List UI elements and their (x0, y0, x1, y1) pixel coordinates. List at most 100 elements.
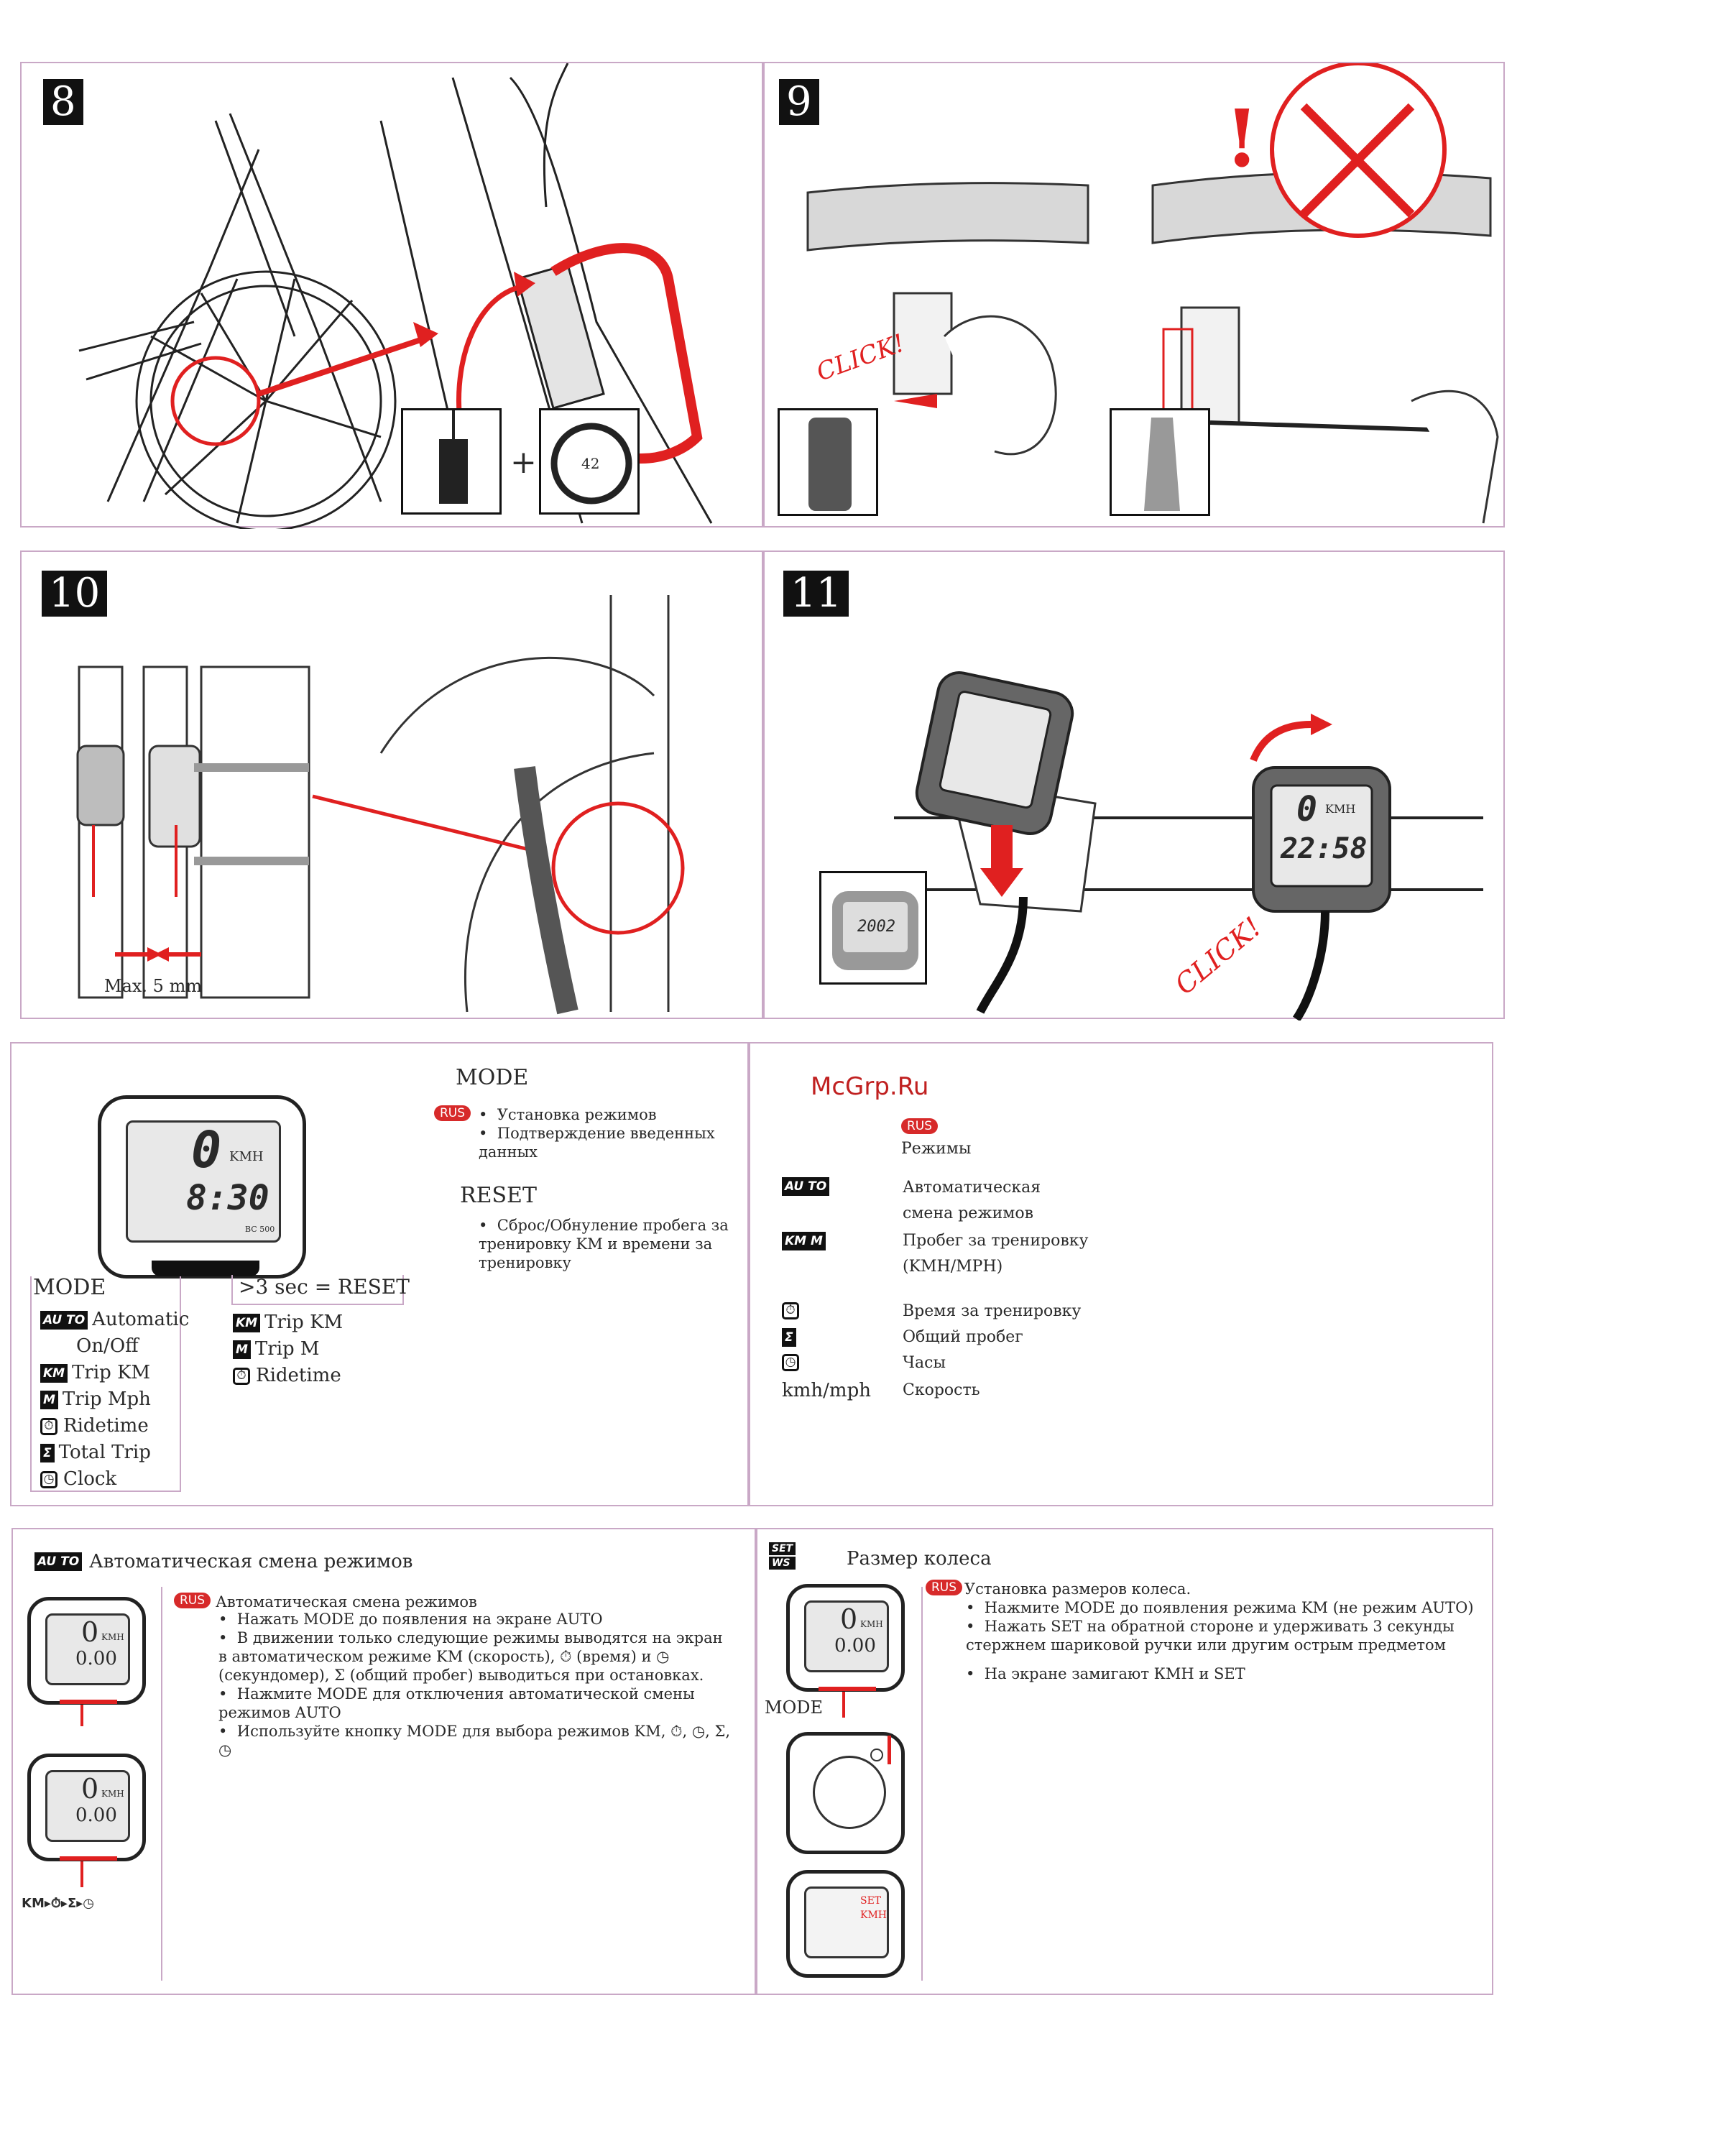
step-9-illustration (806, 63, 1499, 524)
wheel-device-back (786, 1732, 905, 1854)
row-auto-2: смена режимов (903, 1204, 1033, 1222)
row-trip-2: (KMH/MPH) (903, 1258, 1003, 1276)
row-speed: Скорость (903, 1381, 980, 1399)
device-base (152, 1261, 259, 1276)
mode-sequence: KM▸⏱▸Σ▸◷ (22, 1896, 95, 1911)
arrow-up-1 (80, 1705, 83, 1726)
auto-device-2: 0 KMH 0.00 (27, 1754, 146, 1861)
sensor-thumbnail (401, 408, 502, 515)
wheel-bullet: • Нажать SET на обратной стороне и удерж… (966, 1618, 1455, 1654)
step-number: 10 (42, 571, 108, 617)
auto-bullet: • Используйте кнопку MODE для выбора реж… (218, 1723, 731, 1759)
kmh-label: KMH (860, 1909, 888, 1921)
step-number: 9 (779, 79, 819, 125)
wheel-device-front: 0 KMH 0.00 (786, 1584, 905, 1692)
auto-bullet: • Нажать MODE до появления на экране AUT… (218, 1611, 603, 1628)
auto-divider (161, 1587, 162, 1981)
auto-lcd-2 (45, 1770, 130, 1842)
icon-auto: AU TO (782, 1177, 834, 1196)
step-8-panel: 8 + 42 (20, 62, 763, 529)
rus-badge: RUS (434, 1105, 471, 1121)
mode-panel: 0 KMH 8:30 BC 500 MODE RUS • Установка р… (10, 1042, 749, 1506)
tube-thumbnail (1110, 408, 1210, 516)
sensor-side-thumbnail (778, 408, 878, 516)
modes-title: Режимы (901, 1140, 972, 1158)
mode-bullet-2: • Подтверждение введенных данных (479, 1125, 715, 1161)
reset-bullet: • Сброс/Обнуление пробега за тренировку … (479, 1217, 729, 1271)
arrow-up (842, 1692, 845, 1718)
lcd-unit: KMH (101, 1789, 124, 1799)
step-8-illustration (78, 63, 713, 529)
wheel-bullet: • На экране замигают КМН и SET (966, 1665, 1245, 1682)
lcd-speed: 0 (81, 1773, 99, 1805)
device-model: BC 500 (245, 1225, 275, 1234)
row-auto-1: Автоматическая (903, 1179, 1041, 1197)
mode-list-header: MODE (33, 1275, 106, 1300)
rus-badge: RUS (901, 1118, 939, 1134)
step-11-illustration (894, 671, 1483, 1021)
reset-title: RESET (460, 1183, 537, 1208)
icon-ridetime: ⏱ (782, 1302, 805, 1319)
auto-device-1: 0 KMH 0.00 (27, 1597, 146, 1705)
rus-badge: RUS (926, 1580, 963, 1595)
icon-km-m: KM M (782, 1232, 830, 1250)
magnet-number: 42 (581, 455, 600, 472)
wheel-device-set: SET KMH (786, 1870, 905, 1978)
mode-item-onoff: On/Off (76, 1335, 139, 1357)
mode-item-ridetime: ⏱Ridetime (40, 1413, 189, 1439)
reset-item-ridetime: ⏱Ridetime (233, 1363, 343, 1389)
back-ring (813, 1756, 886, 1829)
mini-display-value: 2002 (857, 918, 895, 936)
icon-clock: ◷ (782, 1354, 805, 1371)
lcd-dist: 0.00 (75, 1648, 117, 1669)
set-ws-icon: SET WS (769, 1542, 800, 1570)
auto-bullet: • Нажмите MODE для отключения автоматиче… (218, 1685, 695, 1721)
wheel-bullets: • Нажмите MODE до появления режима KM (н… (966, 1598, 1483, 1683)
display-speed: 0 (1296, 789, 1317, 829)
lcd-dist: 0.00 (75, 1805, 117, 1826)
step-number: 8 (43, 79, 83, 125)
step-9-panel: 9 CLICK! ! (763, 62, 1505, 528)
auto-title: Автоматическая смена режимов (89, 1551, 413, 1572)
step-number: 11 (783, 571, 849, 617)
magnet-thumbnail: 42 (539, 408, 640, 515)
lcd-unit: KMH (860, 1619, 883, 1629)
display-unit: KMH (1325, 802, 1356, 816)
mode-bullet-1: • Установка режимов (479, 1106, 657, 1123)
lcd-unit: KMH (101, 1632, 124, 1642)
auto-bullets: • Нажать MODE до появления на экране AUT… (218, 1610, 736, 1759)
step-10-panel: 10 Max. 5 mm (20, 550, 763, 1019)
set-lcd (804, 1886, 889, 1958)
set-label: SET (860, 1895, 882, 1907)
max-gap-label: Max. 5 mm (104, 976, 203, 996)
lcd-dist: 0.00 (834, 1635, 876, 1657)
base-bar (819, 1687, 876, 1691)
auto-lcd-1 (45, 1613, 130, 1685)
pen-pointer (888, 1736, 891, 1764)
speed-unit-label: kmh/mph (782, 1380, 871, 1401)
auto-icon: AU TO (34, 1552, 86, 1571)
auto-mode-panel: AU TO Автоматическая смена режимов 0 KMH… (11, 1528, 756, 1995)
wheel-lcd (804, 1600, 889, 1672)
icon-total: Σ (782, 1328, 801, 1347)
device-speed: 0 (191, 1120, 222, 1179)
plus-sign: + (510, 444, 537, 481)
row-trip-1: Пробег за тренировку (903, 1232, 1089, 1250)
mode-label: MODE (765, 1697, 824, 1718)
reset-header: >3 sec = RESET (239, 1275, 410, 1299)
modes-panel: McGrp.Ru RUS Режимы AU TO Автоматическая… (749, 1042, 1493, 1506)
display-time: 22:58 (1281, 832, 1368, 865)
row-total: Общий пробег (903, 1328, 1023, 1346)
wheel-subtitle: Установка размеров колеса. (964, 1580, 1191, 1598)
row-clock: Часы (903, 1354, 946, 1372)
device-unit: KMH (229, 1149, 264, 1164)
mini-display-thumbnail: 2002 (819, 871, 927, 985)
rus-badge: RUS (174, 1593, 211, 1608)
